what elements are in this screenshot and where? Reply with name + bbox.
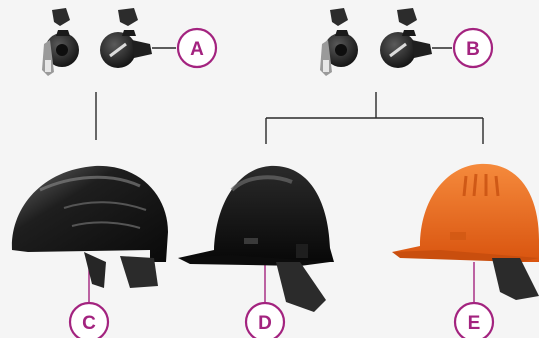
callout-a-label: A [190,39,204,60]
adapter-left-b [320,8,358,76]
adapter-right-a [100,8,152,68]
callout-d-label: D [258,313,272,334]
callout-c: C [70,303,108,338]
adapter-set-a [42,8,152,76]
adapter-set-b [320,8,432,76]
callout-a: A [178,29,216,67]
callout-e-label: E [468,313,481,334]
callout-c-label: C [82,313,96,334]
connector-b-to-d-e [266,92,483,144]
callout-d: D [246,303,284,338]
callout-e: E [455,303,493,338]
helmet-c [12,166,168,288]
helmet-e [392,164,539,300]
adapter-right-b [380,8,432,68]
helmet-d [178,166,334,312]
callout-b: B [454,29,492,67]
callout-b-label: B [466,39,480,60]
adapter-left-a [42,8,79,76]
